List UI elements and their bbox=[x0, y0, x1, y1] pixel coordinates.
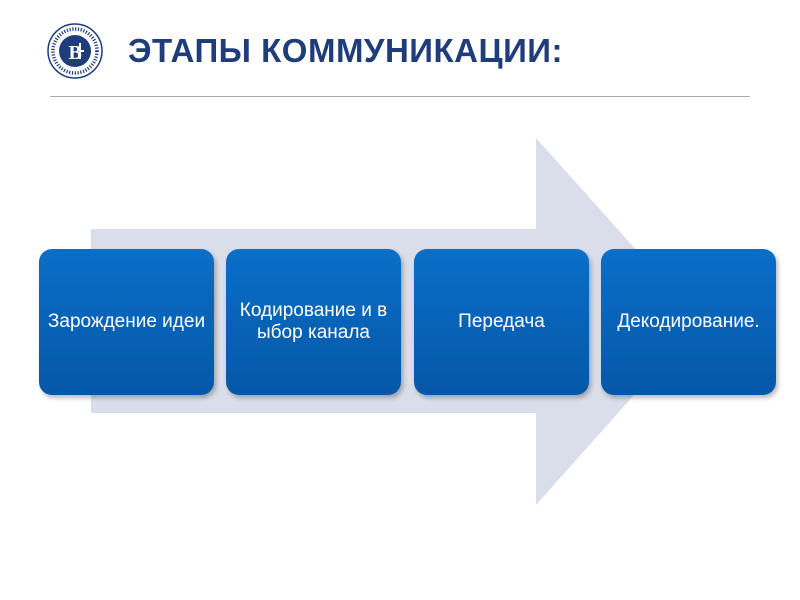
title-divider bbox=[50, 96, 750, 97]
stage-box-3: Передача bbox=[414, 249, 589, 395]
svg-text:B: B bbox=[69, 42, 82, 64]
stage-label: Декодирование. bbox=[617, 310, 760, 332]
hse-university-logo-icon: B bbox=[46, 22, 104, 80]
stage-box-1: Зарождение идеи bbox=[39, 249, 214, 395]
stage-label: Кодирование и выбор канала bbox=[239, 299, 388, 343]
stage-label: Зарождение идеи bbox=[47, 310, 206, 332]
page-title: ЭТАПЫ КОММУНИКАЦИИ: bbox=[128, 32, 564, 69]
stage-box-2: Кодирование и выбор канала bbox=[226, 249, 401, 395]
stage-box-4: Декодирование. bbox=[601, 249, 776, 395]
stage-label: Передача bbox=[458, 310, 545, 332]
